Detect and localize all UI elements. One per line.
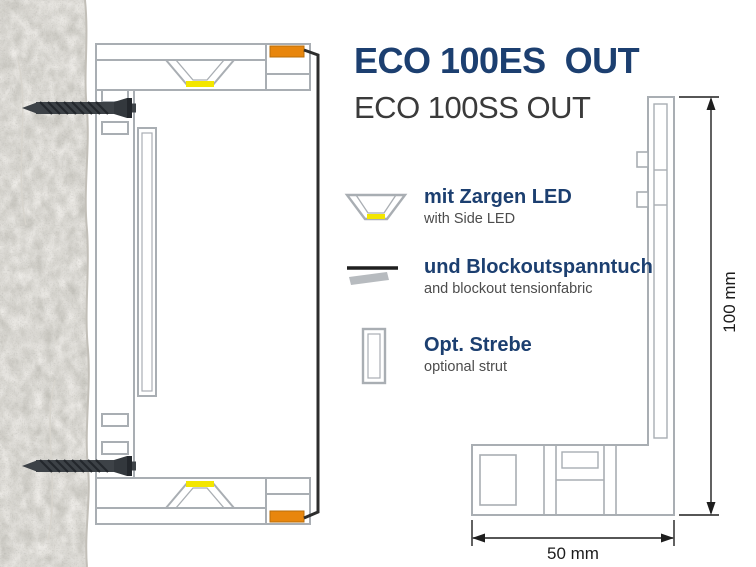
legend-label-de: Opt. Strebe [424,334,532,356]
wall-edge [84,0,90,567]
top-led-module [163,59,237,87]
width-dimension-label: 50 mm [547,544,599,563]
wall-crack-line [47,379,56,541]
optional-strut [137,127,157,397]
legend-label-de: mit Zargen LED [424,186,572,208]
legend-label-en: and blockout tensionfabric [424,281,593,297]
strut-icon [361,327,387,385]
top-led-light [186,81,214,87]
product-title: ECO 100ES OUT [354,40,640,81]
legend-label-de: und Blockoutspanntuch [424,256,653,278]
wall [0,0,90,567]
wall-crack-line [17,59,27,226]
height-dimension-line [679,96,719,516]
height-dimension-label: 100 mm [720,271,739,333]
legend-item-side-led: mit Zargen LED with Side LED [344,186,684,232]
blockout-fabric-line [303,48,320,520]
frame-cross-section [95,43,320,525]
profile-side-section [471,96,675,516]
legend-label-en: with Side LED [424,211,516,227]
bottom-led-module [163,481,237,509]
wall-mount-profile [95,89,135,479]
bottom-led-light [186,481,214,487]
legend-item-strut: Opt. Strebe optional strut [344,326,684,388]
legend-label-en: optional strut [424,359,508,375]
fabric-clamp-top [269,45,305,58]
dimension-lines [471,96,719,546]
side-led-icon [344,193,408,221]
legend-item-blockout-fabric: und Blockoutspanntuch and blockout tensi… [344,254,684,306]
product-subtitle: ECO 100SS OUT [354,90,591,125]
blockout-fabric-icon [347,266,398,285]
fabric-clamp-bottom [269,510,305,523]
width-dimension-line [471,520,675,546]
